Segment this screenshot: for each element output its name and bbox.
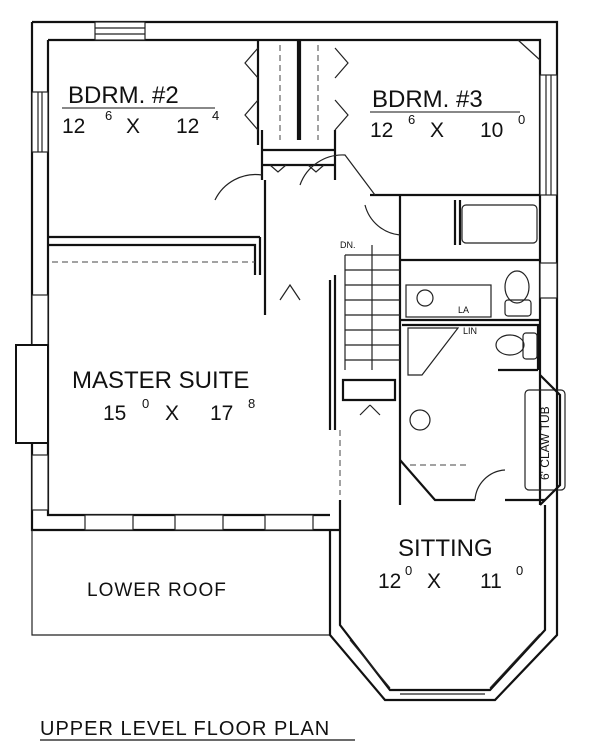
sink-icon-2 bbox=[409, 409, 431, 431]
sitting-dimensions: 12 0 X 11 0 bbox=[378, 563, 523, 593]
svg-text:17: 17 bbox=[210, 402, 233, 425]
interior-walls bbox=[48, 40, 545, 505]
svg-text:12: 12 bbox=[62, 115, 85, 138]
claw-tub-icon bbox=[524, 389, 566, 491]
svg-text:X: X bbox=[126, 115, 140, 138]
svg-text:0: 0 bbox=[405, 563, 412, 578]
toilet-icon bbox=[504, 270, 530, 304]
svg-text:6: 6 bbox=[408, 112, 415, 127]
stairs-down-label: DN. bbox=[340, 240, 356, 250]
bdrm3-label: BDRM. #3 bbox=[372, 86, 483, 113]
claw-tub-label: 6' CLAW TUB bbox=[538, 406, 552, 480]
toilet-icon-2 bbox=[495, 334, 525, 356]
sitting-label: SITTING bbox=[398, 535, 493, 562]
linen-label: LIN bbox=[463, 326, 477, 336]
bdrm3-dimensions: 12 6 X 10 0 bbox=[370, 112, 525, 142]
vanity bbox=[405, 284, 492, 318]
svg-text:0: 0 bbox=[142, 396, 149, 411]
exterior-walls bbox=[15, 20, 559, 532]
svg-text:8: 8 bbox=[248, 396, 255, 411]
plan-title: UPPER LEVEL FLOOR PLAN bbox=[40, 718, 330, 740]
svg-text:10: 10 bbox=[480, 119, 503, 142]
svg-text:15: 15 bbox=[103, 402, 126, 425]
bdrm2-label: BDRM. #2 bbox=[68, 82, 179, 109]
sink-icon bbox=[416, 289, 434, 307]
svg-text:X: X bbox=[165, 402, 179, 425]
svg-text:0: 0 bbox=[518, 112, 525, 127]
fixtures bbox=[405, 39, 566, 506]
svg-text:4: 4 bbox=[212, 108, 219, 123]
corner-fixture bbox=[517, 39, 541, 61]
laundry-label: LA bbox=[458, 305, 469, 315]
master-suite-label: MASTER SUITE bbox=[72, 367, 249, 394]
svg-text:12: 12 bbox=[370, 119, 393, 142]
svg-text:0: 0 bbox=[516, 563, 523, 578]
master-suite-dimensions: 15 0 X 17 8 bbox=[103, 396, 255, 425]
shower-icon bbox=[407, 327, 460, 376]
sitting-bay-walls bbox=[328, 500, 559, 702]
bdrm2-dimensions: 12 6 X 12 4 bbox=[62, 108, 219, 138]
svg-text:X: X bbox=[427, 570, 441, 593]
svg-text:11: 11 bbox=[480, 570, 502, 593]
lower-roof-label: LOWER ROOF bbox=[87, 580, 227, 601]
svg-text:12: 12 bbox=[176, 115, 199, 138]
svg-text:X: X bbox=[430, 119, 444, 142]
svg-text:12: 12 bbox=[378, 570, 401, 593]
svg-text:6: 6 bbox=[105, 108, 112, 123]
